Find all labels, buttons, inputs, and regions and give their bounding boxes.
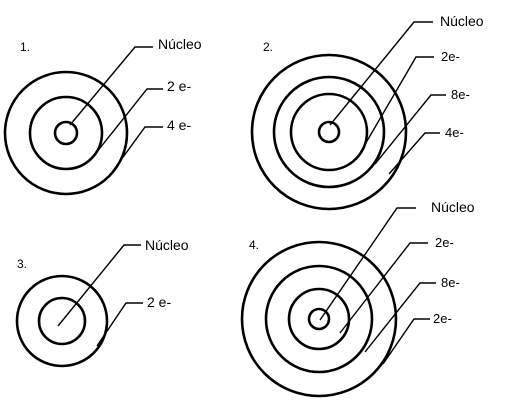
atom-4-shell-1 xyxy=(287,287,351,351)
atom-4-shell-3 xyxy=(240,240,398,398)
atom-3-number: 3. xyxy=(17,257,27,271)
atom-4-shell-1-leader xyxy=(339,242,428,334)
atom-2-label-nucleus: Núcleo xyxy=(440,13,484,29)
atom-3-shell-1 xyxy=(37,296,87,346)
atom-2-number: 2. xyxy=(263,40,273,54)
atom-1-number: 1. xyxy=(20,40,30,54)
atom-4-shell-2 xyxy=(264,264,374,374)
atom-2-label-shell-3: 4e- xyxy=(445,125,464,140)
atom-2: 2. Núcleo 2e- 8e- 4e- xyxy=(250,13,484,211)
atom-1-label-nucleus: Núcleo xyxy=(158,36,202,52)
atom-2-shell-2 xyxy=(272,75,386,189)
atom-1-shell-2-leader xyxy=(109,126,163,176)
atom-2-shell-2-leader xyxy=(374,94,446,165)
atom-2-shell-1 xyxy=(289,92,369,172)
atom-4-label-shell-1: 2e- xyxy=(435,235,454,250)
atom-4-nucleus xyxy=(307,307,331,331)
atom-3-label-shell-1: 2 e- xyxy=(147,294,171,310)
atom-1-shell-2 xyxy=(3,70,129,196)
atom-2-nucleus xyxy=(317,120,341,144)
atom-1-shell-1 xyxy=(28,95,104,171)
atom-2-nucleus-leader xyxy=(329,21,433,126)
atom-2-shell-3-leader xyxy=(388,132,440,175)
atom-1-nucleus-leader xyxy=(69,46,153,126)
atom-2-shell-3 xyxy=(250,53,408,211)
atom-4-nucleus-leader xyxy=(319,207,416,321)
atom-1: 1. Núcleo 2 e- 4 e- xyxy=(3,36,202,196)
atom-3-label-nucleus: Núcleo xyxy=(145,237,189,253)
atom-3-shell-2 xyxy=(15,274,109,368)
atom-3: 3. Núcleo 2 e- xyxy=(15,237,189,368)
atom-1-label-shell-2: 4 e- xyxy=(167,117,191,133)
atom-4: 4. Núcleo 2e- 8e- 2e- xyxy=(240,199,475,398)
atom-1-label-shell-1: 2 e- xyxy=(167,78,191,94)
atom-1-shell-1-leader xyxy=(95,88,163,154)
atom-4-label-nucleus: Núcleo xyxy=(431,199,475,215)
atom-2-label-shell-1: 2e- xyxy=(441,49,460,64)
atom-3-nucleus-leader xyxy=(57,244,141,327)
atom-4-number: 4. xyxy=(249,238,259,252)
atom-1-nucleus xyxy=(53,120,79,146)
atom-2-shell-1-leader xyxy=(359,56,434,154)
atom-4-label-shell-2: 8e- xyxy=(441,275,460,290)
atom-4-shell-3-leader xyxy=(382,318,430,365)
atom-3-shell-1-leader xyxy=(96,302,143,347)
atom-2-label-shell-2: 8e- xyxy=(451,87,470,102)
atom-4-label-shell-3: 2e- xyxy=(433,311,452,326)
atom-4-shell-2-leader xyxy=(364,282,436,353)
